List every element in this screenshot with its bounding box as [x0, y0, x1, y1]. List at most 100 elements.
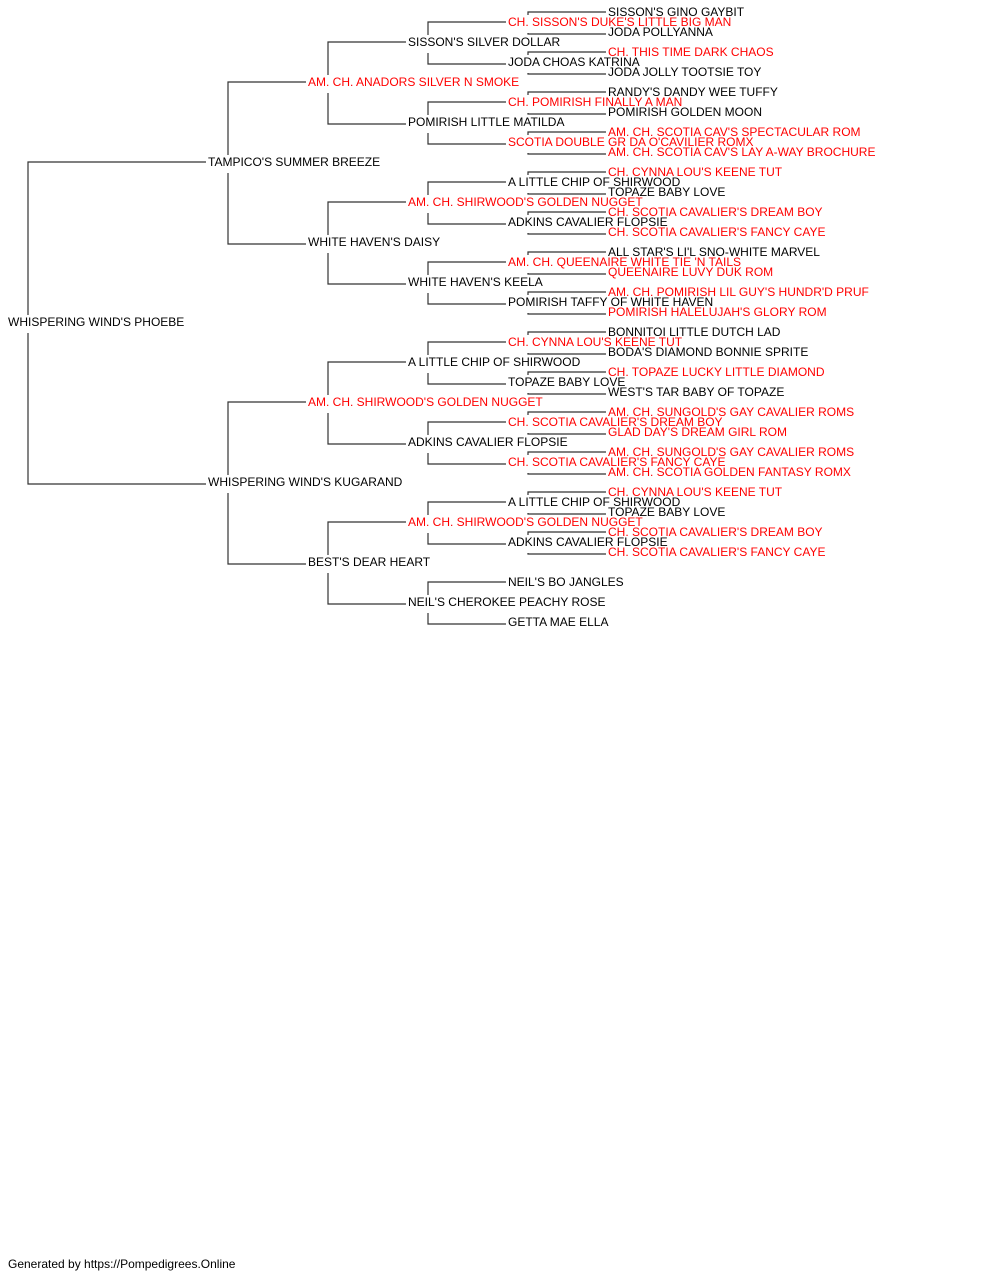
dam-connector-tree.dam.sire.sire: [427, 373, 506, 385]
sire-connector-tree.sire.dam.sire.dam: [527, 211, 606, 215]
dam-connector-tree.dam.dam: [327, 573, 406, 605]
dog-name-tree.dam.dam.sire.dam.sire: CH. SCOTIA CAVALIER'S DREAM BOY: [608, 525, 823, 539]
dam-connector-tree.dam.sire: [327, 413, 406, 445]
dog-name-tree.dam.dam.sire.sire.sire: CH. CYNNA LOU'S KEENE TUT: [608, 485, 783, 499]
generator-credit: Generated by https://Pompedigrees.Online: [8, 1257, 236, 1271]
dog-name-tree.sire.dam.dam.dam.dam: POMIRISH HALELUJAH'S GLORY ROM: [608, 305, 827, 319]
dam-connector-tree.sire.dam.sire: [427, 213, 506, 225]
dog-name-tree.dam.sire.sire.sire.sire: BONNITOI LITTLE DUTCH LAD: [608, 325, 781, 339]
dam-connector-tree.sire.dam.sire.dam: [527, 233, 606, 235]
sire-connector-tree.sire.dam: [327, 201, 406, 235]
dog-name-tree.dam.sire.dam.dam.dam: AM. CH. SCOTIA GOLDEN FANTASY ROMX: [608, 465, 851, 479]
dog-name-tree.dam.sire.dam: ADKINS CAVALIER FLOPSIE: [408, 435, 568, 449]
dam-connector-tree.sire.sire.dam: [427, 133, 506, 145]
dog-name-tree.sire.sire.dam.dam.dam: AM. CH. SCOTIA CAV'S LAY A-WAY BROCHURE: [608, 145, 875, 159]
dog-name-tree.dam.dam.sire.sire: A LITTLE CHIP OF SHIRWOOD: [508, 495, 681, 509]
dog-name-tree: WHISPERING WIND'S PHOEBE: [8, 315, 184, 329]
dog-name-tree.dam.sire.dam.sire: CH. SCOTIA CAVALIER'S DREAM BOY: [508, 415, 723, 429]
dog-name-tree.sire.sire.dam.sire.sire: RANDY'S DANDY WEE TUFFY: [608, 85, 778, 99]
dog-name-tree.sire.sire.dam.sire.dam: POMIRISH GOLDEN MOON: [608, 105, 762, 119]
dog-name-tree.dam.sire.dam.dam.sire: AM. CH. SUNGOLD'S GAY CAVALIER ROMS: [608, 445, 854, 459]
dam-connector-tree.dam.sire.sire.sire: [527, 353, 606, 355]
dog-name-tree.dam.dam.sire: AM. CH. SHIRWOOD'S GOLDEN NUGGET: [408, 515, 643, 529]
dog-name-tree.sire.dam.sire.dam.dam: CH. SCOTIA CAVALIER'S FANCY CAYE: [608, 225, 825, 239]
dam-connector-tree.sire.dam.dam.sire: [527, 273, 606, 275]
dog-name-tree.dam.sire.dam.sire.dam: GLAD DAY'S DREAM GIRL ROM: [608, 425, 787, 439]
dog-name-tree.sire.dam.dam: WHITE HAVEN'S KEELA: [408, 275, 543, 289]
sire-connector-tree.sire.dam.sire.sire: [527, 171, 606, 175]
dog-name-tree.dam.sire.sire.dam: TOPAZE BABY LOVE: [508, 375, 625, 389]
sire-connector-tree.sire.sire.sire: [427, 21, 506, 35]
sire-connector-tree.sire.sire: [327, 41, 406, 75]
dam-connector-tree.sire.sire.dam.sire: [527, 113, 606, 115]
dog-name-tree.sire.dam.dam.dam: POMIRISH TAFFY OF WHITE HAVEN: [508, 295, 713, 309]
dam-connector-tree.dam.dam.sire.sire: [527, 513, 606, 515]
sire-connector-tree.sire.dam.dam: [427, 261, 506, 275]
dog-name-tree.dam.sire.sire.dam.dam: WEST'S TAR BABY OF TOPAZE: [608, 385, 784, 399]
dam-connector-tree.sire.sire.sire: [427, 53, 506, 65]
dog-name-tree.sire.dam.sire: AM. CH. SHIRWOOD'S GOLDEN NUGGET: [408, 195, 643, 209]
dog-name-tree.dam.dam.sire.dam.dam: CH. SCOTIA CAVALIER'S FANCY CAYE: [608, 545, 825, 559]
dog-name-tree.sire.dam.sire.dam.sire: CH. SCOTIA CAVALIER'S DREAM BOY: [608, 205, 823, 219]
dog-name-tree.dam.sire.sire.sire.dam: BODA'S DIAMOND BONNIE SPRITE: [608, 345, 808, 359]
dog-name-tree.dam.sire.sire.dam.sire: CH. TOPAZE LUCKY LITTLE DIAMOND: [608, 365, 825, 379]
dog-name-tree.dam: WHISPERING WIND'S KUGARAND: [208, 475, 403, 489]
dam-connector-tree.dam.sire.dam.sire: [527, 433, 606, 435]
pedigree-connectors: [27, 11, 606, 625]
dog-name-tree.sire: TAMPICO'S SUMMER BREEZE: [208, 155, 380, 169]
dog-name-tree.sire.sire.sire.dam: JODA CHOAS KATRINA: [508, 55, 640, 69]
sire-connector-tree.dam.sire.dam.dam: [527, 451, 606, 455]
sire-connector-tree.dam.dam.sire: [427, 501, 506, 515]
sire-connector-tree.sire: [227, 81, 306, 155]
sire-connector-tree.sire.dam.sire: [427, 181, 506, 195]
dog-name-tree.dam.dam.dam.sire: NEIL'S BO JANGLES: [508, 575, 624, 589]
dam-connector-tree.sire.sire.dam.dam: [527, 153, 606, 155]
dam-connector-tree.dam.dam.sire.dam: [527, 553, 606, 555]
dog-name-tree.dam.sire.dam.sire.sire: AM. CH. SUNGOLD'S GAY CAVALIER ROMS: [608, 405, 854, 419]
dog-name-tree.sire.sire.sire.sire: CH. SISSON'S DUKE'S LITTLE BIG MAN: [508, 15, 731, 29]
sire-connector-tree.dam.sire.sire: [427, 341, 506, 355]
dam-connector-tree.dam.sire.sire.dam: [527, 393, 606, 395]
dog-name-tree.sire.sire.sire.sire.sire: SISSON'S GINO GAYBIT: [608, 5, 745, 19]
dog-name-tree.sire.sire.dam.dam: SCOTIA DOUBLE GR DA O'CAVILIER ROMX: [508, 135, 753, 149]
sire-connector-tree.sire.sire.dam.sire: [527, 91, 606, 95]
sire-connector-tree.dam.sire.sire.sire: [527, 331, 606, 335]
dog-name-tree.dam.dam.sire.dam: ADKINS CAVALIER FLOPSIE: [508, 535, 668, 549]
dam-connector-tree.sire.sire.sire.sire: [527, 33, 606, 35]
dog-name-tree.sire.dam.sire.sire.dam: TOPAZE BABY LOVE: [608, 185, 725, 199]
dog-name-tree.dam.sire: AM. CH. SHIRWOOD'S GOLDEN NUGGET: [308, 395, 543, 409]
sire-connector-tree.sire.sire.dam: [427, 101, 506, 115]
dog-name-tree.sire.sire.dam.sire: CH. POMIRISH FINALLY A MAN: [508, 95, 682, 109]
dam-connector-tree.dam.sire.dam.dam: [527, 473, 606, 475]
dog-name-tree.sire.sire.sire.dam.dam: JODA JOLLY TOOTSIE TOY: [608, 65, 761, 79]
dam-connector-tree.sire: [227, 173, 306, 245]
dog-name-tree.sire.sire.dam: POMIRISH LITTLE MATILDA: [408, 115, 564, 129]
dam-connector-tree.dam: [227, 493, 306, 565]
dog-name-tree.dam.sire.dam.dam: CH. SCOTIA CAVALIER'S FANCY CAYE: [508, 455, 725, 469]
dam-connector-tree.sire.dam.sire.sire: [527, 193, 606, 195]
sire-connector-tree.sire.sire.sire.sire: [527, 11, 606, 15]
sire-connector-tree.dam.dam.dam: [427, 581, 506, 595]
sire-connector-tree.dam.dam.sire.sire: [527, 491, 606, 495]
dog-name-tree.sire.sire.sire.dam.sire: CH. THIS TIME DARK CHAOS: [608, 45, 774, 59]
sire-connector-tree.dam.dam: [327, 521, 406, 555]
dog-name-tree.sire.sire: AM. CH. ANADORS SILVER N SMOKE: [308, 75, 519, 89]
sire-connector-tree.dam: [227, 401, 306, 475]
dam-connector-tree.sire.sire: [327, 93, 406, 125]
dam-connector-tree.sire.sire.sire.dam: [527, 73, 606, 75]
sire-connector-tree.sire.sire.sire.dam: [527, 51, 606, 55]
sire-connector-tree: [27, 161, 206, 315]
dam-connector-tree.dam.dam.sire: [427, 533, 506, 545]
sire-connector-tree.dam.dam.sire.dam: [527, 531, 606, 535]
dog-name-tree.sire.dam.dam.sire.sire: ALL STAR'S LI'L SNO-WHITE MARVEL: [608, 245, 820, 259]
dam-connector-tree.sire.dam: [327, 253, 406, 285]
sire-connector-tree.sire.dam.dam.sire: [527, 251, 606, 255]
dog-name-tree.sire.dam.dam.dam.sire: AM. CH. POMIRISH LIL GUY'S HUNDR'D PRUF: [608, 285, 869, 299]
dog-name-tree.sire.dam.sire.dam: ADKINS CAVALIER FLOPSIE: [508, 215, 668, 229]
dog-name-tree.sire.dam.sire.sire.sire: CH. CYNNA LOU'S KEENE TUT: [608, 165, 783, 179]
sire-connector-tree.dam.sire.dam.sire: [527, 411, 606, 415]
dam-connector-tree.dam.dam.dam: [427, 613, 506, 625]
dog-name-tree.sire.sire.sire.sire.dam: JODA POLLYANNA: [608, 25, 713, 39]
dam-connector-tree.dam.sire.dam: [427, 453, 506, 465]
